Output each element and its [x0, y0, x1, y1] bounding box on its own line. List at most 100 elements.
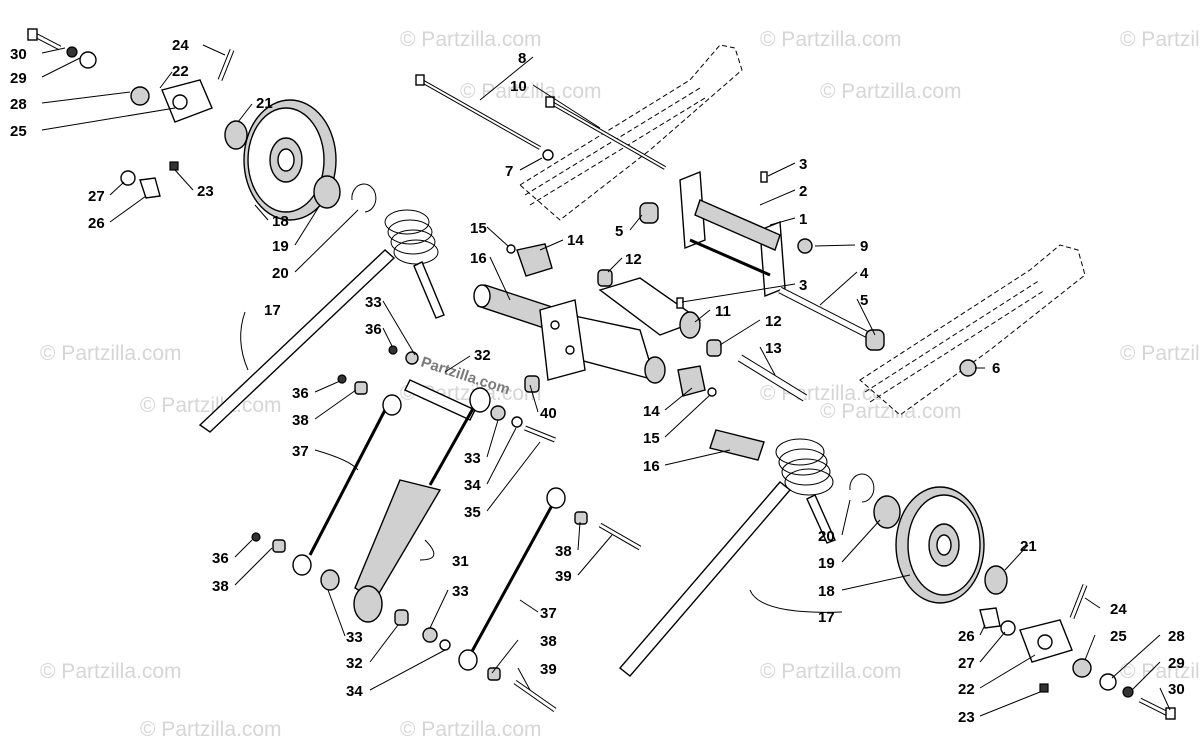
callout-18: 18	[272, 213, 289, 230]
bearing-21	[984, 565, 1008, 595]
nut-23	[169, 161, 179, 171]
bolt-39	[513, 679, 557, 713]
callout-31: 31	[452, 553, 469, 570]
spacer-25	[130, 86, 150, 106]
idler-wheel-18	[243, 99, 337, 221]
callout-34: 34	[464, 477, 481, 494]
washer-27	[120, 170, 136, 186]
callout-38: 38	[292, 412, 309, 429]
watermark: © Partzilla.com	[820, 400, 962, 423]
callout-2: 2	[799, 183, 807, 200]
callout-29: 29	[1168, 655, 1185, 672]
bumper-14	[677, 365, 706, 397]
callout-24: 24	[1110, 601, 1127, 618]
callout-32: 32	[474, 347, 491, 364]
idler-wheel-18	[895, 486, 985, 604]
bushing-12	[597, 269, 613, 287]
callout-16: 16	[470, 250, 487, 267]
callout-21: 21	[1020, 538, 1037, 555]
watermark: © Partzilla.com	[40, 660, 182, 683]
washer-36	[388, 345, 398, 355]
snap-ring-20	[849, 473, 875, 503]
callout-25: 25	[10, 123, 27, 140]
callout-33: 33	[464, 450, 481, 467]
bearing-19	[873, 495, 901, 529]
callout-38: 38	[540, 633, 557, 650]
sleeve-16	[709, 429, 765, 461]
watermark: © Partzilla.com	[760, 28, 902, 51]
adjuster-hole	[1037, 634, 1053, 650]
callout-27: 27	[958, 655, 975, 672]
callout-18: 18	[818, 583, 835, 600]
watermark: © Partzilla.com	[760, 660, 902, 683]
pivot-arm-11	[569, 277, 702, 384]
callout-13: 13	[765, 340, 782, 357]
callout-20: 20	[272, 265, 289, 282]
callout-12: 12	[765, 313, 782, 330]
callout-30: 30	[1168, 681, 1185, 698]
callout-38: 38	[212, 578, 229, 595]
axle-4	[778, 286, 872, 340]
callout-26: 26	[88, 215, 105, 232]
bolt-30	[1138, 697, 1176, 720]
adjuster-hole	[172, 94, 188, 110]
washer-28	[79, 51, 97, 69]
callout-28: 28	[1168, 628, 1185, 645]
bolt-24	[217, 49, 235, 81]
callout-23: 23	[197, 183, 214, 200]
bushing-26	[979, 607, 1001, 629]
callout-33: 33	[365, 294, 382, 311]
callout-9: 9	[860, 238, 868, 255]
washer-15	[707, 387, 717, 397]
watermark: © Partzilla.com	[140, 394, 282, 417]
nut-9	[797, 238, 813, 254]
arm-hole	[565, 345, 575, 355]
callout-17: 17	[264, 302, 281, 319]
callout-11: 11	[715, 303, 731, 320]
bushing-40	[524, 375, 540, 393]
bushing-5	[639, 202, 659, 224]
bushing-38	[574, 511, 588, 525]
washer-34	[511, 416, 523, 428]
callout-5: 5	[860, 292, 868, 309]
bushing-26	[139, 177, 161, 199]
callout-8: 8	[518, 50, 526, 67]
callout-38: 38	[555, 543, 572, 560]
callout-7: 7	[505, 163, 513, 180]
callout-10: 10	[510, 78, 527, 95]
callout-39: 39	[555, 568, 572, 585]
watermark: © Partzilla.com	[1120, 28, 1200, 51]
callout-33: 33	[452, 583, 469, 600]
watermark: © Partzilla.com	[1120, 342, 1200, 365]
callout-34: 34	[346, 683, 363, 700]
callout-22: 22	[172, 63, 189, 80]
washer-15	[506, 244, 516, 254]
bumper-14	[516, 243, 553, 277]
callout-39: 39	[540, 661, 557, 678]
callout-15: 15	[643, 430, 660, 447]
callout-19: 19	[272, 238, 289, 255]
nut-6	[959, 359, 977, 377]
callout-23: 23	[958, 709, 975, 726]
callout-6: 6	[992, 360, 1000, 377]
callout-3: 3	[799, 277, 807, 294]
bolt-35	[524, 425, 556, 443]
watermark-layer: © Partzilla.com © Partzilla.com © Partzi…	[40, 28, 1200, 741]
bolt-39	[598, 522, 642, 551]
callout-27: 27	[88, 188, 105, 205]
watermark: © Partzilla.com	[1120, 660, 1200, 683]
bushing-33	[405, 351, 419, 365]
callout-20: 20	[818, 528, 835, 545]
bushing-38	[354, 381, 368, 395]
nut-23	[1039, 683, 1049, 693]
callout-4: 4	[860, 265, 869, 282]
callout-14: 14	[567, 232, 584, 249]
linkage-rod-37	[458, 487, 566, 671]
washer-29	[1122, 686, 1134, 698]
callout-33: 33	[346, 629, 363, 646]
bushing-33	[320, 569, 340, 591]
bushing-38	[487, 667, 501, 681]
washer-29	[66, 46, 78, 58]
callout-32: 32	[346, 655, 363, 672]
